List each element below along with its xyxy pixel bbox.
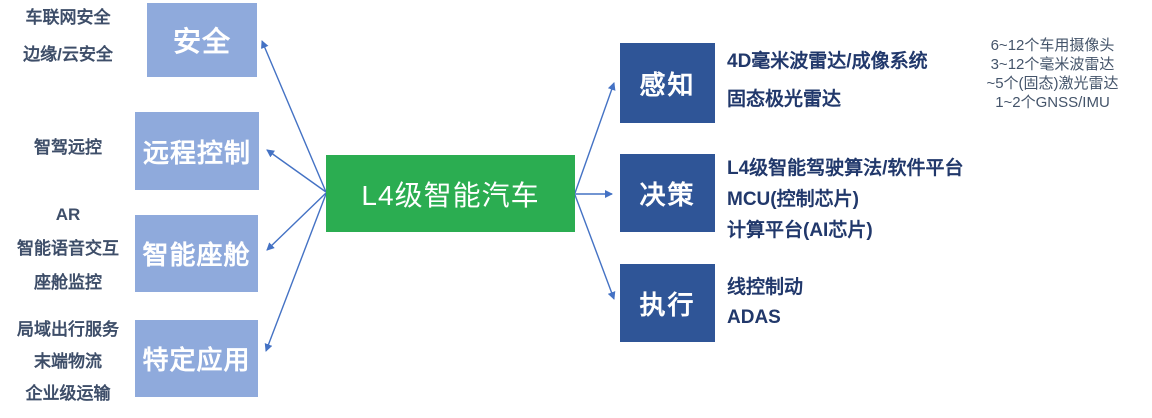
side-note-line: ~5个(固态)激光雷达	[986, 75, 1119, 92]
item-line: 计算平台(AI芯片)	[727, 220, 873, 241]
note-line: 智驾远控	[34, 138, 102, 157]
node-remote-control: 远程控制	[135, 112, 259, 190]
arrow-center-to-cockpit	[266, 192, 327, 251]
node-decision: 决策	[620, 154, 715, 232]
item-line: ADAS	[727, 307, 781, 328]
arrow-center-to-execution	[574, 194, 616, 300]
node-perception: 感知	[620, 43, 715, 123]
node-security: 安全	[147, 3, 257, 77]
remote-control-notes: 智驾远控	[2, 137, 134, 159]
note-line: 企业级运输	[25, 384, 111, 403]
security-notes: 车联网安全 边缘/云安全	[2, 7, 134, 66]
perception-items: 4D毫米波雷达/成像系统 固态极光雷达	[727, 50, 997, 112]
note-line: 末端物流	[34, 352, 102, 371]
specific-application-notes: 局域出行服务 末端物流 企业级运输	[2, 319, 134, 405]
node-execution: 执行	[620, 264, 715, 342]
item-line: MCU(控制芯片)	[727, 189, 859, 210]
item-line: L4级智能驾驶算法/软件平台	[727, 158, 964, 179]
note-line: 局域出行服务	[17, 320, 119, 339]
note-line: 智能语音交互	[17, 239, 119, 258]
item-line: 4D毫米波雷达/成像系统	[727, 51, 928, 72]
item-line: 固态极光雷达	[727, 89, 842, 110]
side-note-line: 3~12个毫米波雷达	[990, 56, 1115, 73]
node-smart-cockpit: 智能座舱	[135, 215, 258, 292]
arrow-center-to-perception	[574, 82, 616, 194]
perception-side-notes: 6~12个车用摄像头 3~12个毫米波雷达 ~5个(固态)激光雷达 1~2个GN…	[965, 36, 1140, 112]
execution-items: 线控制动 ADAS	[727, 276, 947, 330]
node-specific-application: 特定应用	[135, 320, 258, 397]
smart-cockpit-notes: AR 智能语音交互 座舱监控	[2, 204, 134, 294]
arrow-center-to-application	[264, 193, 327, 352]
note-line: 边缘/云安全	[23, 45, 113, 64]
arrow-center-to-remote	[266, 149, 327, 193]
item-line: 线控制动	[727, 277, 804, 298]
note-line: AR	[55, 205, 81, 224]
note-line: 车联网安全	[25, 8, 111, 27]
note-line: 座舱监控	[34, 273, 102, 292]
side-note-line: 6~12个车用摄像头	[990, 37, 1115, 54]
decision-items: L4级智能驾驶算法/软件平台 MCU(控制芯片) 计算平台(AI芯片)	[727, 157, 1037, 243]
arrow-center-to-security	[261, 40, 327, 193]
node-center-l4-vehicle: L4级智能汽车	[326, 155, 575, 232]
side-note-line: 1~2个GNSS/IMU	[995, 94, 1110, 111]
